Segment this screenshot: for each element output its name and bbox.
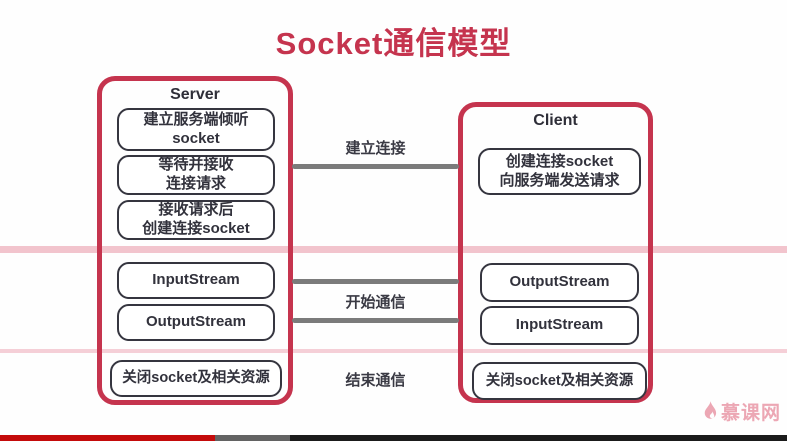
phase-divider-band-establish	[0, 246, 787, 253]
progress-buffered	[215, 435, 290, 441]
progress-remaining	[290, 435, 787, 441]
client-step-outputstream: OutputStream	[480, 263, 639, 302]
phase-label-communicate: 开始通信	[345, 294, 406, 311]
connection-line-input-to-output	[292, 279, 459, 284]
progress-played	[0, 435, 215, 441]
server-step-wait-accept-request: 等待并接收 连接请求	[117, 155, 275, 195]
phase-divider-band-finish	[0, 349, 787, 353]
connection-line-establish	[292, 164, 459, 169]
server-group: Server 建立服务端倾听 socket 等待并接收 连接请求 接收请求后 创…	[97, 76, 293, 405]
flame-icon	[702, 401, 719, 422]
connection-line-output-to-input	[292, 318, 459, 323]
client-group-label: Client	[533, 112, 578, 129]
server-step-create-listen-socket: 建立服务端倾听 socket	[117, 108, 275, 151]
client-step-create-socket-send-request: 创建连接socket 向服务端发送请求	[478, 148, 641, 195]
server-step-create-connection-socket: 接收请求后 创建连接socket	[117, 200, 275, 240]
server-step-outputstream: OutputStream	[117, 304, 275, 341]
client-step-close-socket: 关闭socket及相关资源	[472, 362, 647, 400]
server-step-close-socket: 关闭socket及相关资源	[110, 360, 282, 397]
client-step-inputstream: InputStream	[480, 306, 639, 345]
phase-label-establish: 建立连接	[345, 140, 406, 157]
imooc-watermark: 慕课网	[702, 398, 781, 425]
client-group: Client 创建连接socket 向服务端发送请求 OutputStream …	[458, 102, 653, 403]
video-progress-bar[interactable]	[0, 435, 787, 441]
phase-label-finish: 结束通信	[345, 372, 406, 389]
server-step-inputstream: InputStream	[117, 262, 275, 299]
page-title: Socket通信模型	[275, 26, 512, 61]
server-group-label: Server	[170, 86, 220, 103]
brand-name: 慕课网	[720, 403, 781, 424]
